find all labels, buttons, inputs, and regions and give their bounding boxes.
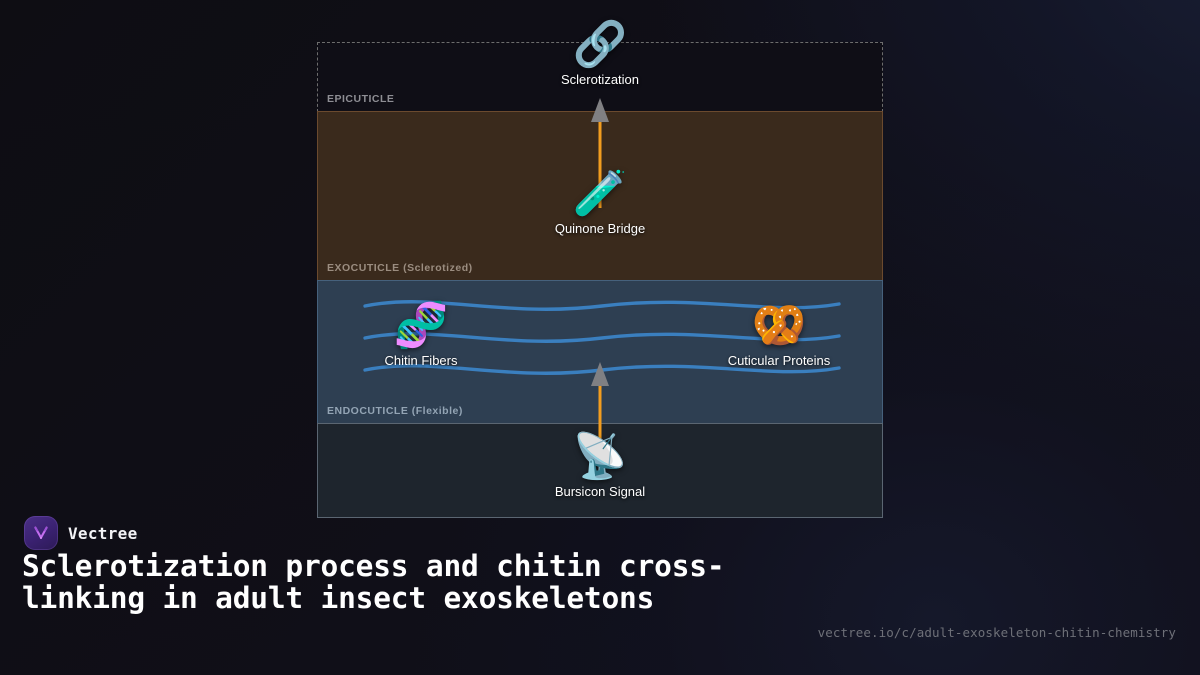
layer-epicuticle-label: EPICUTICLE — [327, 93, 395, 105]
brand-lockup: Vectree — [24, 516, 138, 550]
arrow-stem — [598, 384, 602, 477]
dna-helix-icon: 🧬 — [393, 301, 449, 350]
arrow-head-icon — [591, 98, 609, 122]
satellite-dish-icon: 📡 — [572, 432, 628, 481]
arrow-quinone-to-sclerotization — [591, 98, 609, 208]
arrow-bursicon-to-endocuticle — [591, 362, 609, 477]
cuticle-layer-diagram: EPICUTICLE EXOCUTICLE (Sclerotized) ENDO… — [317, 20, 883, 518]
test-tube-icon: 🧪 — [572, 169, 628, 218]
node-cuticular-proteins-label: Cuticular Proteins — [727, 353, 831, 368]
footer: Vectree Sclerotization process and chiti… — [0, 508, 1200, 675]
node-sclerotization-label: Sclerotization — [560, 72, 640, 87]
node-quinone-bridge[interactable]: 🧪 Quinone Bridge — [510, 169, 690, 236]
page-title: Sclerotization process and chitin cross-… — [22, 549, 725, 615]
source-url: vectree.io/c/adult-exoskeleton-chitin-ch… — [817, 625, 1176, 640]
node-bursicon-signal-label: Bursicon Signal — [554, 484, 646, 499]
node-quinone-bridge-label: Quinone Bridge — [554, 221, 646, 236]
link-chain-icon: 🔗 — [572, 20, 628, 69]
node-chitin-fibers-label: Chitin Fibers — [384, 353, 458, 368]
layer-exocuticle-label: EXOCUTICLE (Sclerotized) — [327, 262, 473, 274]
pretzel-icon: 🥨 — [751, 301, 807, 350]
arrow-stem — [598, 120, 602, 208]
brand-name: Vectree — [68, 523, 138, 543]
node-sclerotization[interactable]: 🔗 Sclerotization — [510, 20, 690, 87]
node-cuticular-proteins[interactable]: 🥨 Cuticular Proteins — [689, 301, 869, 368]
node-bursicon-signal[interactable]: 📡 Bursicon Signal — [510, 432, 690, 499]
layer-endocuticle-label: ENDOCUTICLE (Flexible) — [327, 405, 463, 417]
arrow-head-icon — [591, 362, 609, 386]
vectree-v-logo-icon — [24, 516, 58, 550]
node-chitin-fibers[interactable]: 🧬 Chitin Fibers — [331, 301, 511, 368]
